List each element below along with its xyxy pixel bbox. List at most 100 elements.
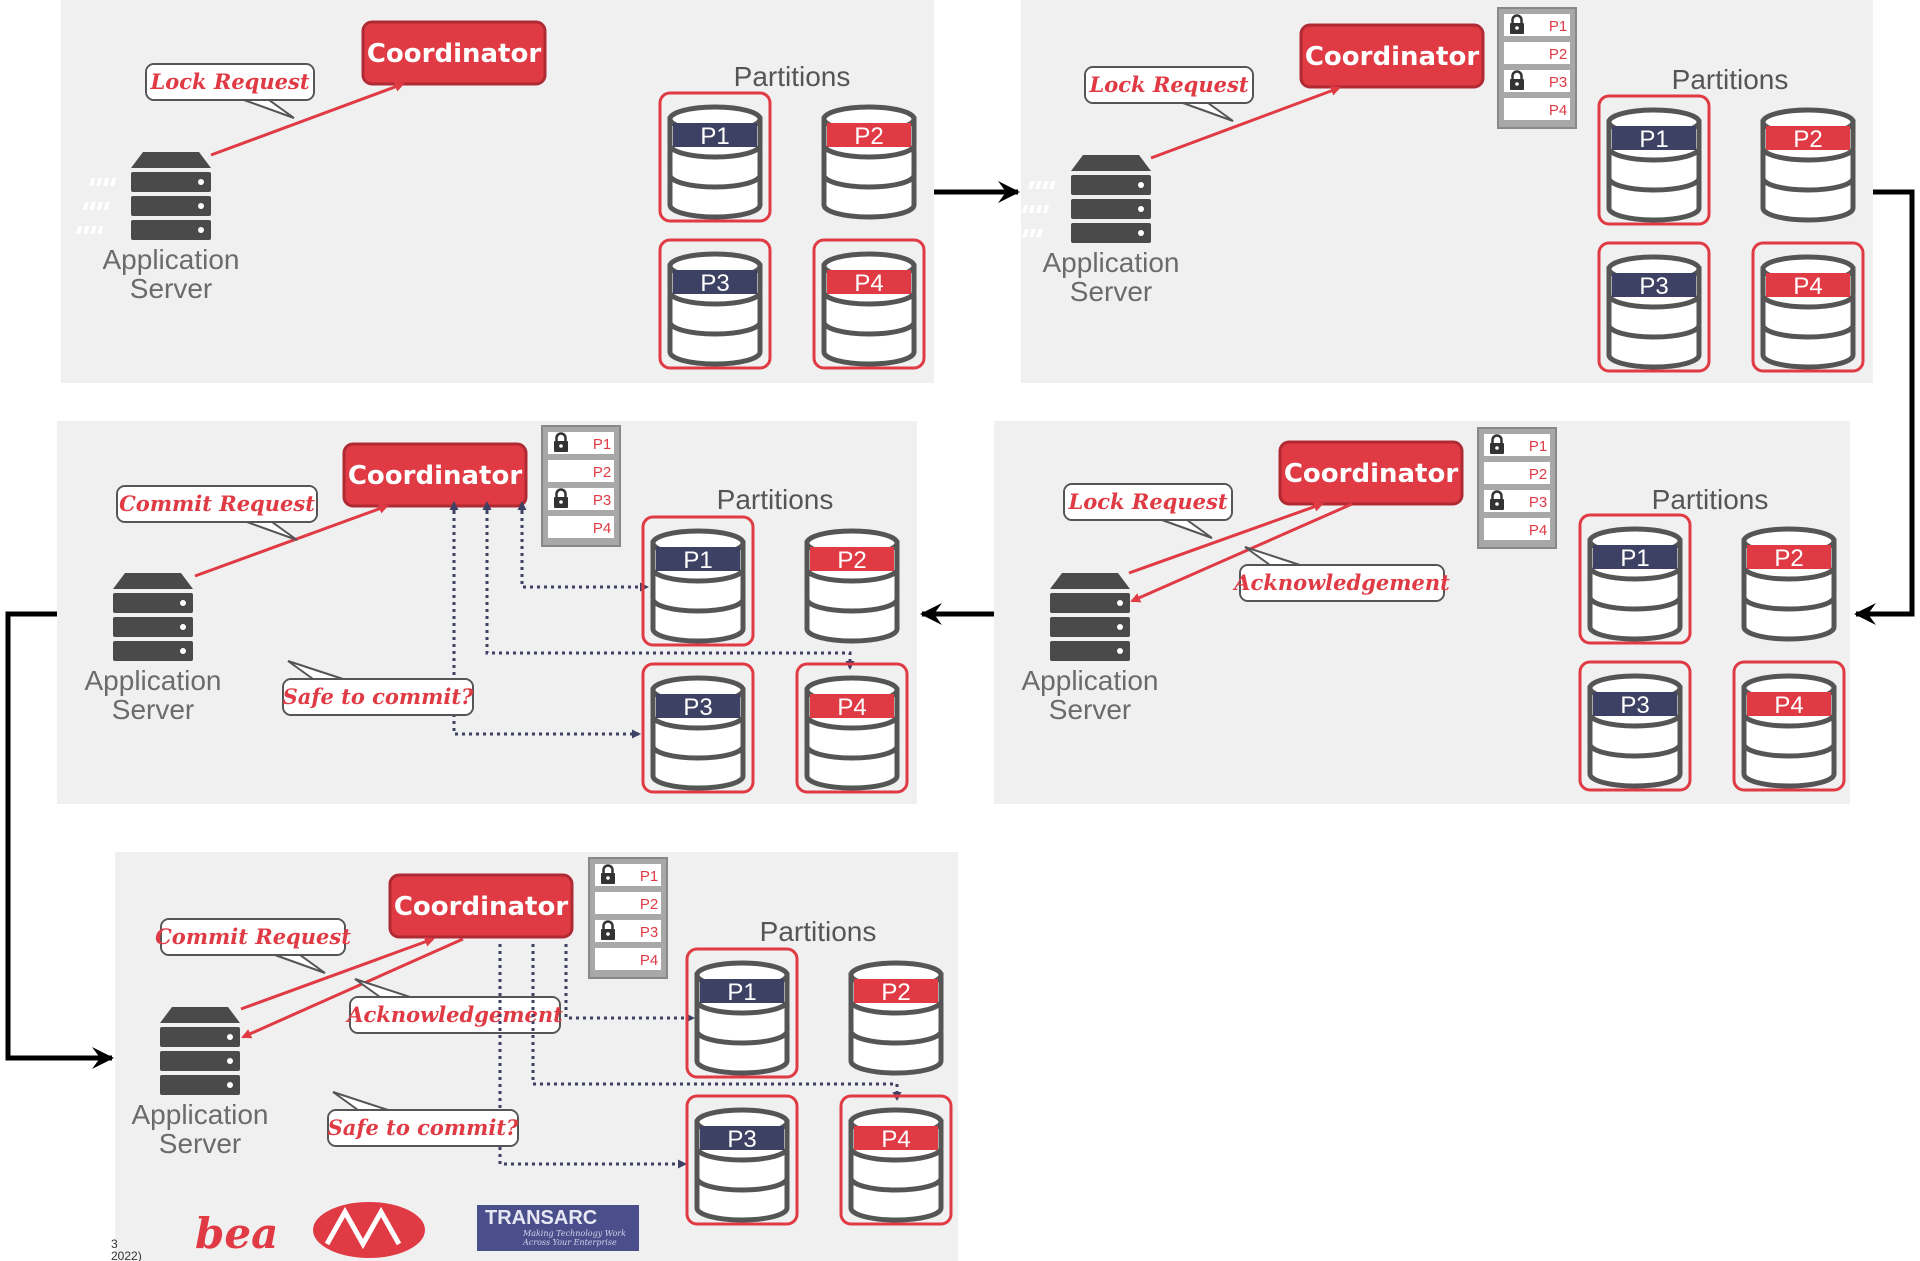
padlock-icon: [1510, 70, 1524, 90]
coordinator-box: [342, 442, 528, 508]
app-server-label-line1: Application: [1022, 665, 1159, 696]
bubble-text: Lock Request: [1088, 72, 1248, 97]
database-p4-icon: P4: [1741, 673, 1837, 789]
safe-arrow-p3: [498, 944, 687, 1169]
coordinator-label: Coordinator: [1305, 42, 1479, 72]
database-p1-icon: P1: [1606, 107, 1702, 223]
app-server-label-line2: Server: [130, 273, 212, 304]
safe-to-commit-bubble: Safe to commit?: [327, 1091, 519, 1147]
lock-row: [548, 460, 614, 482]
bubble-text: Acknowledgement: [1232, 570, 1450, 595]
safe-to-commit-bubble: Safe to commit?: [282, 660, 474, 716]
coordinator-label: Coordinator: [1284, 459, 1458, 489]
lock-row-label: P1: [593, 436, 611, 453]
partition-label: P2: [1774, 545, 1803, 572]
partition-label: P2: [881, 979, 910, 1006]
lock-row-label: P1: [1549, 18, 1567, 35]
lock-request-bubble: Lock Request: [1063, 483, 1233, 539]
acknowledgement-arrow: [1130, 502, 1353, 603]
lock-request-arrow: [1128, 501, 1324, 575]
padlock-icon: [1510, 14, 1524, 34]
lock-row-label: P1: [640, 868, 658, 885]
partition-highlight: [812, 238, 926, 370]
partition-label: P1: [683, 547, 712, 574]
coordinator-label: Coordinator: [348, 461, 522, 491]
partition-label: P3: [700, 270, 729, 297]
lock-request-bubble: Lock Request: [145, 63, 315, 119]
application-server-icon: [113, 573, 193, 661]
application-server-icon: [76, 152, 211, 240]
partition-label: P1: [1620, 545, 1649, 572]
partitions-title: Partitions: [1672, 64, 1789, 95]
commit-request-bubble: Commit Request: [155, 918, 351, 974]
lock-row-label: P2: [593, 464, 611, 481]
database-p4-icon: P4: [848, 1107, 944, 1223]
lock-row: [1484, 462, 1550, 484]
application-server-icon: [1015, 155, 1151, 243]
safe-arrow-p4: [485, 511, 855, 670]
partitions-title: Partitions: [717, 484, 834, 515]
partition-label: P2: [854, 123, 883, 150]
database-p3-icon: P3: [667, 251, 763, 367]
acknowledgement-arrow: [241, 937, 464, 1039]
app-server-label-line1: Application: [85, 665, 222, 696]
app-server-label-line1: Application: [132, 1099, 269, 1130]
partition-highlight: [1732, 660, 1846, 792]
database-p4-icon: P4: [1760, 254, 1856, 370]
coordinator-label: Coordinator: [367, 39, 541, 69]
flow-arrow-4-to-5: [5, 611, 114, 1069]
database-p2-icon: P2: [804, 528, 900, 644]
padlock-icon: [554, 432, 568, 452]
app-server-label-line2: Server: [1070, 276, 1152, 307]
partition-highlight: [1578, 513, 1692, 645]
commit-request-arrow: [194, 504, 389, 578]
partition-label: P4: [837, 694, 866, 721]
partition-label: P1: [727, 979, 756, 1006]
partition-label: P1: [700, 123, 729, 150]
lock-row: [1504, 98, 1570, 120]
database-p2-icon: P2: [1760, 107, 1856, 223]
bubble-text: Commit Request: [119, 491, 315, 516]
app-server-label-line2: Server: [159, 1128, 241, 1159]
acknowledgement-bubble: Acknowledgement: [1232, 546, 1450, 602]
database-p3-icon: P3: [694, 1107, 790, 1223]
database-p2-icon: P2: [821, 104, 917, 220]
commit-request-arrow: [240, 937, 435, 1011]
lock-row-label: P4: [1549, 102, 1567, 119]
app-server-label-line1: Application: [103, 244, 240, 275]
partition-label: P3: [683, 694, 712, 721]
partition-highlight: [641, 515, 755, 647]
partition-highlight: [1597, 94, 1711, 226]
database-p4-icon: P4: [804, 675, 900, 791]
partition-label: P1: [1639, 126, 1668, 153]
partition-label: P4: [1793, 273, 1822, 300]
database-p1-icon: P1: [694, 960, 790, 1076]
partition-highlight: [685, 947, 799, 1079]
slide-number: 3: [111, 1237, 118, 1251]
lock-row: [1504, 42, 1570, 64]
lock-request-bubble: Lock Request: [1084, 66, 1254, 122]
coordinator-box: [1299, 23, 1485, 89]
padlock-icon: [1490, 490, 1504, 510]
slide-year: 2022): [111, 1249, 142, 1261]
red-logo: [313, 1202, 425, 1258]
app-server-label-line2: Server: [112, 694, 194, 725]
partition-label: P2: [837, 547, 866, 574]
bubble-text: Acknowledgement: [345, 1002, 563, 1027]
application-server-icon: [160, 1007, 240, 1095]
padlock-icon: [601, 864, 615, 884]
app-server-label-line1: Application: [1043, 247, 1180, 278]
acknowledgement-bubble: Acknowledgement: [345, 978, 563, 1034]
padlock-icon: [601, 920, 615, 940]
safe-arrow-p4: [531, 944, 902, 1101]
database-p1-icon: P1: [667, 104, 763, 220]
lock-request-arrow: [210, 82, 405, 157]
